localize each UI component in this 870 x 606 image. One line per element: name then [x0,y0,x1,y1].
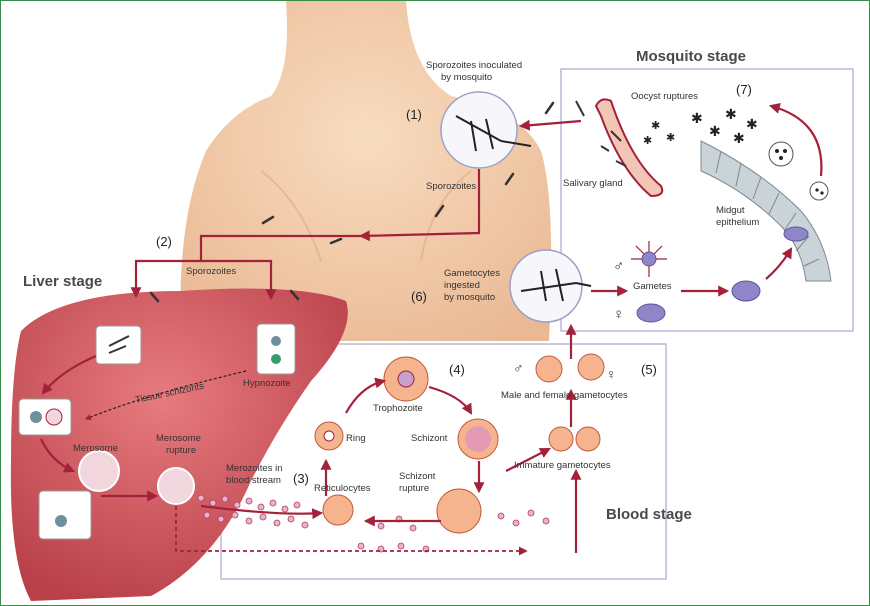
label-sporozoites-inoculated-2: by mosquito [441,72,492,83]
dashed-merozoite-arrow [175,506,528,556]
label-midgut-1: Midgut [716,205,745,216]
liver-cells [18,323,296,540]
oocyst-stars: ✱ ✱ ✱ ✱ ✱ ✱ ✱ ✱ [643,106,758,147]
blood-cells [314,353,605,534]
svg-text:✱: ✱ [709,123,721,139]
label-oocyst-ruptures: Oocyst ruptures [631,91,698,102]
label-gametes: Gametes [633,281,672,292]
label-male-female-gametocytes: Male and female gametocytes [501,390,628,401]
label-reticulocytes: Reticulocytes [314,483,371,494]
salivary-gland [575,98,664,198]
svg-text:✱: ✱ [691,110,703,126]
mosquito-stage-title: Mosquito stage [636,48,746,65]
blood-stage-title: Blood stage [606,506,692,523]
human-torso [180,1,552,341]
svg-text:✱: ✱ [643,135,652,147]
label-immature-gametocytes: Immature gametocytes [514,460,611,471]
label-sporozoites-inoculated-1: Sporozoites inoculated [426,60,522,71]
label-merozoites-2: blood stream [226,475,281,486]
label-hypnozoite: Hypnozoite [243,378,291,389]
label-gametocytes-ingested-2: ingested [444,280,480,291]
sporozoites [149,101,555,303]
svg-text:✱: ✱ [666,132,675,144]
label-salivary-gland: Salivary gland [563,178,623,189]
midgut-epithelium [700,140,832,282]
svg-text:✱: ✱ [733,130,745,146]
label-gametocytes-ingested-3: by mosquito [444,292,495,303]
label-trophozoite: Trophozoite [373,403,423,414]
hypnozoite-dashed-arrow [84,370,247,420]
label-merozoites-1: Merozoites in [226,463,283,474]
female-symbol-blood: ♀ [606,366,617,382]
lifecycle-arrows [39,103,823,553]
female-symbol-mosquito: ♀ [613,306,624,323]
male-symbol-blood: ♂ [513,360,524,376]
label-midgut-2: epithelium [716,217,759,228]
step-4: (4) [449,362,465,377]
label-ring: Ring [346,433,366,444]
step-3: (3) [293,471,309,486]
mosquito-bite-1 [440,91,532,169]
label-sporozoites-body: Sporozoites [426,181,476,192]
svg-text:✱: ✱ [746,116,758,132]
step-6: (6) [411,289,427,304]
svg-text:✱: ✱ [725,106,737,122]
male-symbol-mosquito: ♂ [613,258,624,275]
label-merosome: Merosome [73,443,118,454]
merozoite-dots [197,494,550,553]
gametes [631,241,761,323]
step-2: (2) [156,234,172,249]
label-schizont-rupture-1: Schizont [399,471,436,482]
label-schizont: Schizont [411,433,448,444]
mosquito-ingestion-6 [509,249,592,323]
step-5: (5) [641,362,657,377]
label-merosome-rupture-2: rupture [166,445,196,456]
step-1: (1) [406,107,422,122]
svg-text:✱: ✱ [651,120,660,132]
label-merosome-rupture-1: Merosome [156,433,201,444]
label-sporozoites-liver: Sporozoites [186,266,236,277]
label-schizont-rupture-2: rupture [399,483,429,494]
step-7: (7) [736,82,752,97]
liver-stage-title: Liver stage [23,273,102,290]
label-gametocytes-ingested-1: Gametocytes [444,268,500,279]
